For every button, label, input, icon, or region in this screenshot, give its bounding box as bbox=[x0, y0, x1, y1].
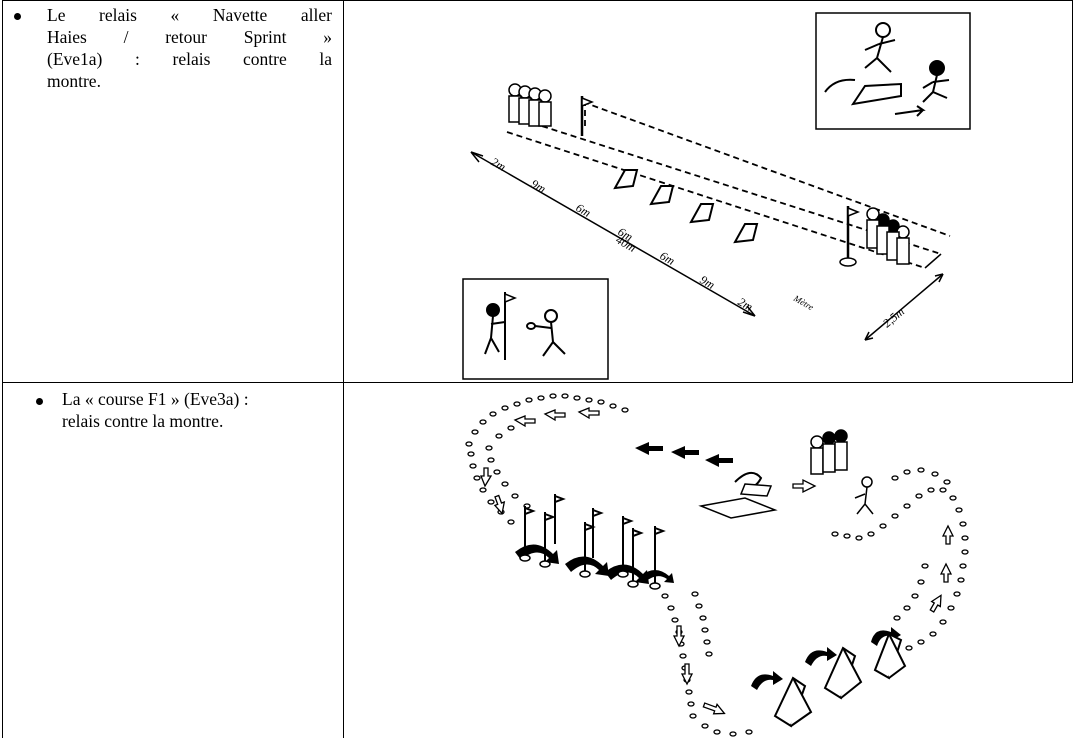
dist-label-3: 6m bbox=[574, 200, 594, 220]
row2-line-1: La « course F1 » (Eve3a) : bbox=[62, 389, 249, 409]
direction-arrows-icon bbox=[480, 407, 955, 715]
row1-line-4: montre. bbox=[47, 71, 101, 91]
relay-team-icon bbox=[810, 429, 874, 515]
baton-handoff-icon bbox=[484, 303, 566, 357]
dist-label-1: 2m bbox=[489, 154, 509, 174]
slalom-flags-icon bbox=[524, 494, 666, 584]
row2-line-2: relais contre la montre. bbox=[62, 411, 224, 431]
row1-line-3: (Eve1a) : relais contre la bbox=[47, 49, 332, 69]
shuttle-relay-illustration: 2m 9m 6m 6m 6m 9m 2m 40m Mètre 2,5m bbox=[462, 12, 971, 380]
dist-label-4: 6m bbox=[616, 224, 636, 244]
dist-label-2: 9m bbox=[529, 176, 549, 196]
table-top-border bbox=[2, 0, 1073, 1]
table-left-border bbox=[2, 0, 3, 738]
black-arrows-icon bbox=[635, 442, 733, 467]
bullet-icon bbox=[14, 13, 21, 20]
dist-label-5: 6m bbox=[658, 248, 678, 268]
runner-figure-icon bbox=[929, 60, 945, 76]
relay-team-start bbox=[508, 83, 552, 127]
f1-course-illustration bbox=[465, 393, 969, 737]
curved-arrows-icon bbox=[515, 544, 901, 690]
hurdler-figure-icon bbox=[864, 22, 896, 73]
dist-label-7: 2m bbox=[736, 294, 756, 314]
end-label: Mètre bbox=[791, 293, 815, 313]
dist-label-6: 9m bbox=[698, 272, 718, 292]
row1-line-1: Le relais « Navette aller bbox=[47, 5, 332, 25]
row1-line-2: Haies / retour Sprint » bbox=[47, 27, 332, 47]
tent-hurdles-icon bbox=[773, 632, 907, 728]
relay-team-end bbox=[866, 207, 910, 265]
row-divider bbox=[2, 382, 1073, 383]
column-divider bbox=[343, 0, 344, 738]
bullet-icon bbox=[36, 398, 43, 405]
hurdles-icon bbox=[613, 169, 759, 244]
